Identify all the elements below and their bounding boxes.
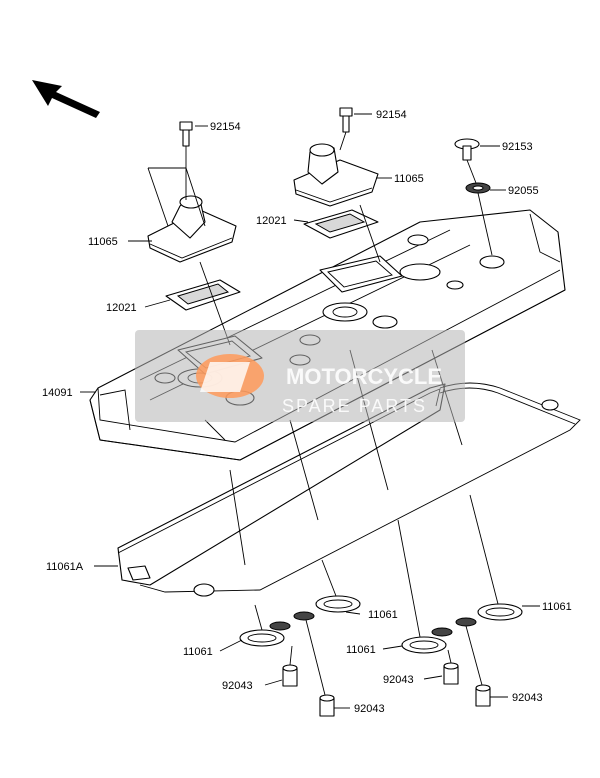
label-plug-gasket-left-low: 11061 (183, 646, 213, 658)
watermark-line2: SPARE PARTS (282, 396, 427, 416)
watermark-logo-icon (196, 354, 264, 398)
collar-1 (282, 664, 298, 687)
plug-gasket-mid (315, 595, 361, 613)
label-plate-left: 12021 (106, 302, 137, 314)
collar-3 (443, 662, 459, 685)
plate-left (165, 279, 241, 311)
label-gasket-main: 11061A (46, 561, 84, 573)
breather-cover-right (293, 143, 379, 207)
bolt-left (179, 121, 193, 147)
callout-labels: 92154 92154 92153 92055 11065 11065 1202… (42, 109, 572, 715)
label-breather-cover-right: 11065 (394, 173, 424, 185)
plug-gasket-center-low (401, 617, 477, 654)
watermark-panel (135, 330, 465, 422)
label-bolt-right: 92154 (376, 109, 407, 121)
washer (465, 182, 491, 194)
label-collar-1: 92043 (222, 680, 253, 692)
label-plug-gasket-mid: 11061 (368, 609, 398, 621)
front-direction-arrow-icon (32, 80, 100, 118)
label-plug-gasket-right: 11061 (542, 601, 572, 613)
label-plate-right: 12021 (256, 215, 287, 227)
label-collar-4: 92043 (512, 692, 543, 704)
plug-gasket-left-low (239, 611, 315, 647)
label-collar-3: 92043 (383, 674, 414, 686)
label-bolt-small: 92153 (502, 141, 533, 153)
watermark: MOTORCYCLE SPARE PARTS (135, 330, 465, 422)
bolt-right (339, 107, 353, 133)
plug-gasket-right (477, 603, 523, 621)
label-leader-lines (80, 113, 540, 709)
plate-right (303, 209, 379, 239)
bolt-small (454, 138, 480, 161)
label-plug-gasket-center-low: 11061 (346, 644, 376, 656)
label-collar-2: 92043 (354, 703, 385, 715)
label-cylinder-head-cover: 14091 (42, 387, 73, 399)
label-breather-cover-left: 11065 (88, 236, 118, 248)
collar-2 (319, 694, 335, 717)
label-washer: 92055 (508, 185, 539, 197)
label-bolt-left: 92154 (210, 121, 241, 133)
collar-4 (475, 684, 491, 707)
watermark-line1: MOTORCYCLE (286, 364, 442, 389)
